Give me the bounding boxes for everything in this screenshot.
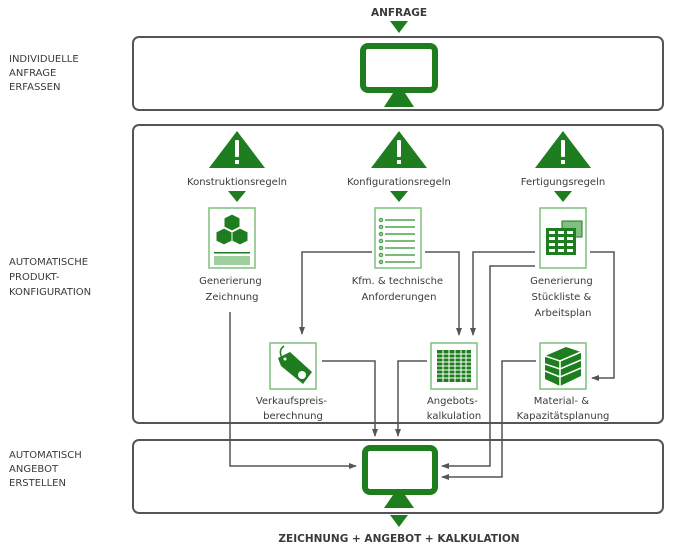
- stacked-layers-icon: [539, 342, 587, 390]
- warning-icon: [535, 131, 591, 168]
- node-label-offer-calc: Angebots- kalkulation: [427, 396, 481, 422]
- output-arrow-icon: [390, 515, 408, 527]
- spreadsheet-document-icon: [539, 207, 587, 269]
- node-label-sales-price: Verkaufspreis- berechnung: [256, 396, 330, 422]
- node-label-bom: Generierung Stückliste & Arbeitsplan: [530, 276, 596, 319]
- section-offer-box: [132, 439, 664, 514]
- node-label-material: Material- & Kapazitätsplanung: [517, 396, 610, 422]
- input-label: ANFRAGE: [371, 7, 427, 19]
- rule-label-configuration: Konfigurationsregeln: [347, 177, 451, 188]
- connectors: [229, 251, 615, 480]
- checklist-document-icon: [374, 207, 422, 269]
- table-grid-icon: [430, 342, 478, 390]
- input-arrow-icon: [390, 21, 408, 33]
- section-label-configuration: AUTOMATISCHE PRODUKT- KONFIGURATION: [9, 257, 91, 298]
- arrow-down-icon: [228, 191, 246, 202]
- price-tag-icon: [269, 342, 317, 390]
- rule-label-manufacturing: Fertigungsregeln: [521, 177, 605, 188]
- node-label-drawing: Generierung Zeichnung: [199, 276, 265, 303]
- section-capture-box: [132, 36, 664, 111]
- warning-icon: [209, 131, 265, 168]
- section-label-offer: AUTOMATISCH ANGEBOT ERSTELLEN: [9, 450, 85, 489]
- monitor-icon: [360, 43, 438, 107]
- rule-label-construction: Konstruktionsregeln: [187, 177, 287, 188]
- node-label-requirements: Kfm. & technische Anforderungen: [352, 276, 447, 303]
- arrow-down-icon: [554, 191, 572, 202]
- monitor-icon: [362, 445, 438, 508]
- warning-icon: [371, 131, 427, 168]
- arrow-down-icon: [390, 191, 408, 202]
- cubes-document-icon: [208, 207, 256, 269]
- section-label-capture: INDIVIDUELLE ANFRAGE ERFASSEN: [9, 54, 82, 93]
- output-label: ZEICHNUNG + ANGEBOT + KALKULATION: [278, 533, 519, 545]
